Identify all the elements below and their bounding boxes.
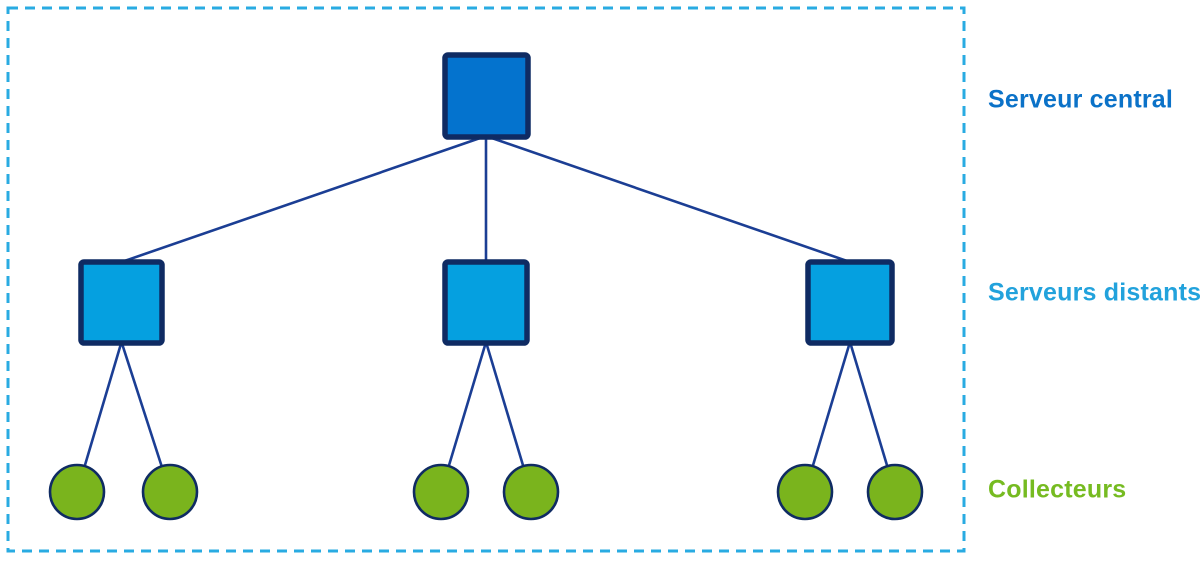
collector-node — [776, 463, 834, 521]
collector-node — [866, 463, 924, 521]
label-serveurs-distants: Serveurs distants — [988, 278, 1202, 307]
distant-server-node — [442, 259, 530, 346]
distant-server-node — [805, 259, 895, 346]
label-collecteurs: Collecteurs — [988, 475, 1127, 504]
collector-node — [412, 463, 470, 521]
collector-node — [502, 463, 560, 521]
collector-node — [141, 463, 199, 521]
central-server-node — [442, 52, 531, 140]
label-serveur-central: Serveur central — [988, 85, 1174, 114]
distant-server-node — [78, 259, 165, 346]
connector-line — [121, 134, 487, 264]
collector-node — [48, 463, 106, 521]
dashed-frame — [6, 6, 966, 553]
connector-line — [485, 134, 851, 264]
